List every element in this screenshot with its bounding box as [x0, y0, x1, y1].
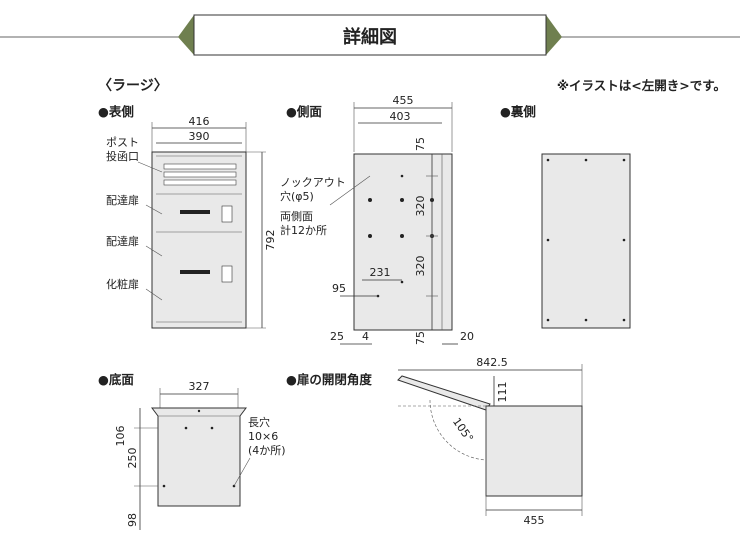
back-hole [546, 318, 550, 322]
label-post-line2: 投函口 [106, 149, 139, 163]
label-decor: 化粧扉 [106, 277, 139, 291]
side-dim-75-bottom: 75 [414, 331, 427, 345]
page-title: 詳細図 [343, 26, 397, 48]
front-dim-792: 792 [264, 230, 277, 251]
banner-ribbon-right [546, 15, 562, 55]
banner-box [193, 14, 547, 56]
bottom-dim-327: 327 [189, 380, 210, 393]
label-knockout-line4: 計12か所 [280, 223, 327, 237]
back-hole [546, 158, 550, 162]
leader-door1 [145, 204, 163, 215]
opened-door [397, 375, 491, 411]
bottom-dim-250: 250 [126, 448, 139, 469]
front-view: ●表側 416 390 792 ポスト 投函口 配達扉 [98, 104, 277, 329]
label-knockout-line1: ノックアウト [280, 176, 346, 189]
label-knockout-line3: 両側面 [280, 210, 313, 223]
side-dim-75-top: 75 [414, 137, 427, 151]
side-view: ●側面 455 403 75 320 320 75 231 [280, 94, 474, 345]
label-knockout-line2: 穴(φ5) [280, 189, 314, 203]
door-swing-arc [429, 399, 487, 461]
back-heading: ●裏側 [500, 104, 536, 119]
side-dim-320-lower: 320 [414, 256, 427, 277]
knockout-hole [400, 198, 404, 202]
label-slot-line2: 10×6 [248, 430, 278, 443]
bottom-slot-hole [210, 426, 214, 430]
bottom-top-hole [197, 409, 201, 413]
angle-dim-105: 105° [450, 415, 476, 444]
bottom-dim-106: 106 [114, 426, 127, 447]
leader-post [137, 161, 163, 173]
back-view: ●裏側 [500, 104, 631, 329]
back-hole [622, 158, 626, 162]
back-hole [622, 238, 626, 242]
leader-door2 [145, 245, 163, 257]
leader-knockout [329, 175, 371, 206]
bottom-heading: ●底面 [98, 372, 134, 387]
door-angle-view: ●扉の開閉角度 842.5 111 105° 455 [286, 356, 583, 527]
bottom-view: ●底面 327 106 250 98 長穴 10×6 (4か所) [98, 372, 286, 530]
door2-nameplate [180, 270, 210, 274]
front-heading: ●表側 [98, 104, 134, 119]
illustration-note: ※イラストは<左開き>です。 [557, 78, 726, 93]
side-body [353, 153, 453, 331]
side-dim-455: 455 [393, 94, 414, 107]
side-dim-231: 231 [370, 266, 391, 279]
knockout-holes [368, 174, 434, 298]
header-banner: 詳細図 [0, 14, 740, 56]
label-post-line1: ポスト [106, 136, 139, 149]
knockout-hole [368, 198, 372, 202]
leader-slot [233, 457, 251, 487]
side-dim-320-upper: 320 [414, 196, 427, 217]
slot-row-3 [163, 179, 237, 186]
back-hole [584, 318, 588, 322]
side-dim-4: 4 [362, 330, 369, 343]
size-subtitle: 〈ラージ〉 [98, 78, 168, 94]
angle-heading: ●扉の開閉角度 [286, 372, 372, 387]
door1-lock-icon [221, 205, 233, 223]
banner-ribbon-left [178, 15, 194, 55]
front-body [151, 151, 247, 329]
bottom-slot-hole [162, 484, 166, 488]
back-hole [546, 238, 550, 242]
post-slot-pattern [163, 163, 237, 186]
label-slot-line1: 長穴 [248, 415, 270, 429]
back-hole [622, 318, 626, 322]
front-dim-390: 390 [189, 130, 210, 143]
knockout-hole [368, 234, 372, 238]
bottom-slot-hole [184, 426, 188, 430]
label-slot-line3: (4か所) [248, 444, 286, 457]
angle-dim-842: 842.5 [476, 356, 508, 369]
knockout-hole [400, 234, 404, 238]
knockout-hole [400, 174, 404, 178]
leader-decor [145, 288, 163, 301]
door2-lock-icon [221, 265, 233, 283]
side-dim-403: 403 [390, 110, 411, 123]
label-door2: 配達扉 [106, 235, 139, 248]
angle-box-body [485, 405, 583, 497]
back-body [541, 153, 631, 329]
label-door1: 配達扉 [106, 194, 139, 207]
bottom-dim-98: 98 [126, 513, 139, 527]
angle-dim-111: 111 [496, 382, 509, 403]
knockout-hole [400, 280, 404, 284]
side-dim-20: 20 [460, 330, 474, 343]
back-hole [584, 158, 588, 162]
front-dim-416: 416 [189, 115, 210, 128]
side-dim-95: 95 [332, 282, 346, 295]
side-heading: ●側面 [286, 104, 322, 119]
slot-row-2 [163, 171, 237, 178]
slot-row-1 [163, 163, 237, 170]
door1-nameplate [180, 210, 210, 214]
bottom-body [151, 407, 247, 507]
angle-dim-455: 455 [524, 514, 545, 527]
side-dim-25: 25 [330, 330, 344, 343]
